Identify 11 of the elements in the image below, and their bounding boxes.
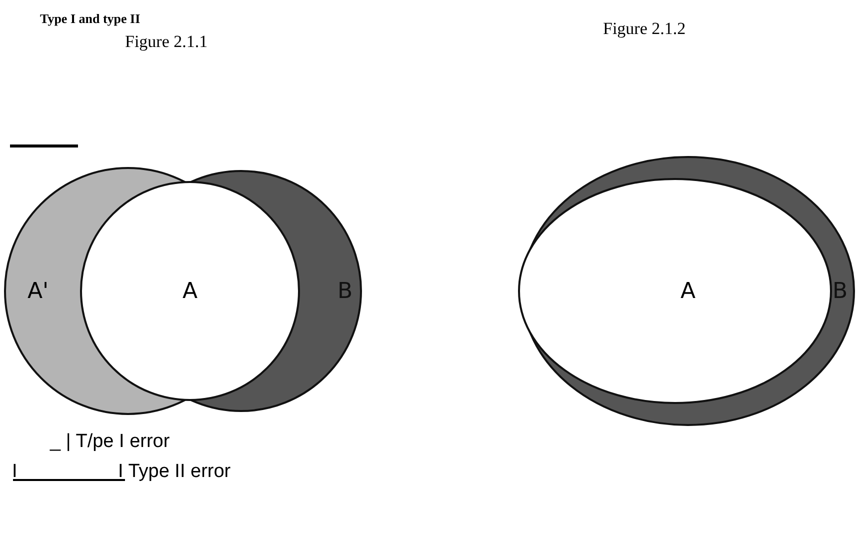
region-label: B — [832, 281, 848, 303]
title: Type I and type II — [40, 11, 140, 27]
legend-text: _ | T/pe I error — [50, 431, 170, 453]
region-label: B — [337, 281, 353, 303]
figure-caption: Figure 2.1.2 — [603, 19, 686, 39]
region-label: A — [680, 281, 696, 303]
figure-caption: Figure 2.1.1 — [125, 32, 208, 52]
legend-text: I Type II error — [118, 461, 231, 483]
region-label: A — [182, 281, 198, 303]
region-label: A' — [27, 281, 49, 303]
legend-text: I — [12, 461, 18, 483]
